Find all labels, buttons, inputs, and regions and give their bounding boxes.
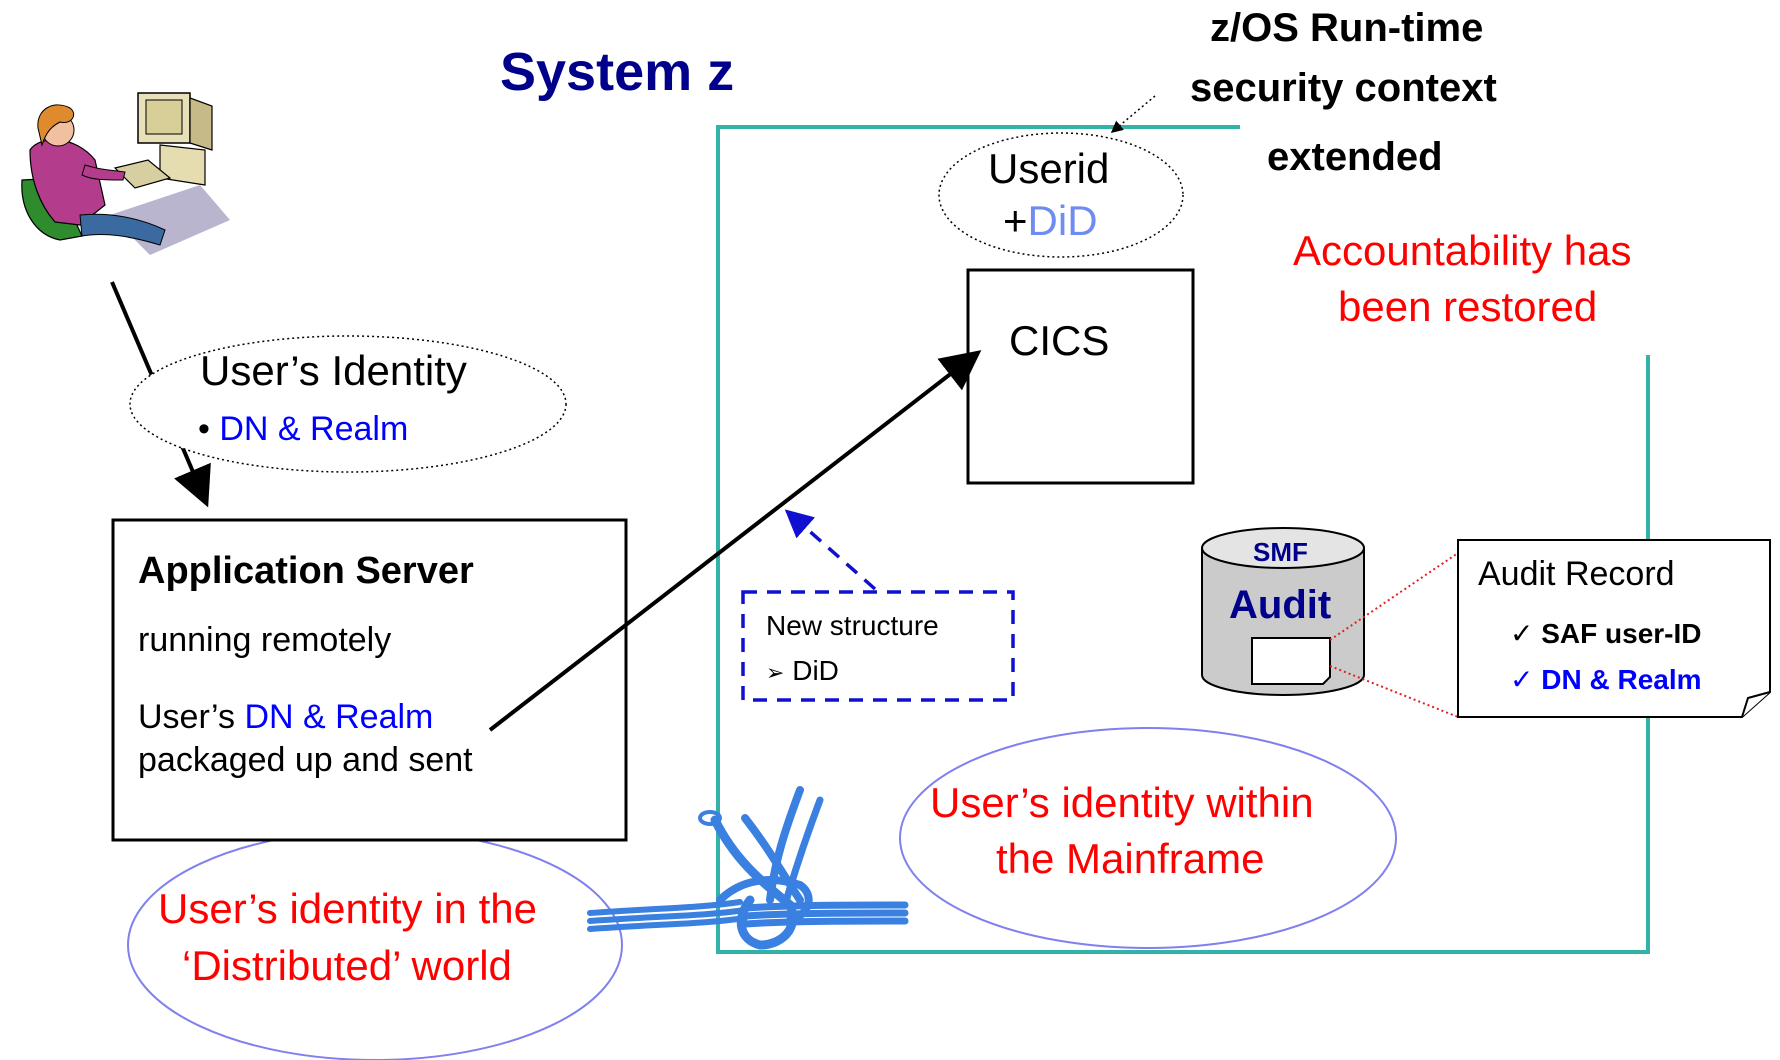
- dn-realm-record-text: DN & Realm: [1541, 664, 1702, 695]
- distributed-oval-line1: User’s identity in the: [158, 885, 537, 932]
- arrow-bullet-icon: ➢: [766, 660, 785, 685]
- new-structure-item: ➢ DiD: [766, 657, 839, 685]
- did-label: +DiD: [1003, 200, 1098, 242]
- audit-connector-bottom: [1329, 665, 1459, 718]
- accountability-line2: been restored: [1338, 283, 1598, 330]
- mainframe-identity-oval: [899, 727, 1397, 949]
- user-at-computer-icon: [21, 92, 230, 255]
- new-structure-did: DiD: [792, 655, 839, 686]
- rope-knot-icon: [587, 786, 909, 950]
- mainframe-oval-line2: the Mainframe: [996, 835, 1265, 882]
- app-server-subtitle: running remotely: [138, 621, 392, 659]
- accountability-line1: Accountability has: [1293, 227, 1632, 274]
- app-server-title: Application Server: [138, 550, 474, 592]
- check-icon: ✓: [1510, 664, 1534, 695]
- document-icon: [1251, 637, 1331, 685]
- new-structure-title: New structure: [766, 610, 939, 641]
- smf-label: SMF: [1253, 537, 1308, 567]
- app-server-line1: User’s DN & Realm: [138, 700, 433, 734]
- userid-label: Userid: [988, 145, 1110, 192]
- dn-realm-text: DN & Realm: [219, 410, 409, 448]
- did-prefix: +: [1003, 197, 1028, 244]
- page-title: System z: [500, 42, 735, 102]
- cics-label: CICS: [1009, 317, 1110, 364]
- application-server-box: [111, 518, 628, 842]
- user-identity-title: User’s Identity: [200, 347, 467, 394]
- audit-record-title: Audit Record: [1478, 555, 1675, 593]
- audit-db-label: Audit: [1229, 583, 1332, 627]
- check-icon: ✓: [1510, 618, 1534, 649]
- app-server-dn-realm: DN & Realm: [244, 698, 434, 736]
- user-identity-bubble: [129, 335, 567, 473]
- saf-userid-text: SAF user-ID: [1541, 618, 1702, 649]
- server-to-cics-arrow: [488, 350, 982, 732]
- userid-did-bubble: [938, 132, 1184, 258]
- user-identity-item: • DN & Realm: [198, 412, 408, 446]
- new-structure-box: [741, 590, 1015, 702]
- cics-box: [966, 268, 1195, 485]
- zos-context-label-line1: z/OS Run-time: [1210, 6, 1484, 50]
- audit-record-item1: ✓ SAF user-ID: [1510, 620, 1702, 648]
- mainframe-oval-line1: User’s identity within: [930, 779, 1314, 826]
- zos-context-label-line2: security context: [1190, 66, 1497, 110]
- zos-context-label-line3: extended: [1267, 135, 1443, 179]
- new-structure-arrow: [784, 509, 877, 591]
- did-value: DiD: [1027, 197, 1098, 244]
- audit-record-item2: ✓ DN & Realm: [1510, 666, 1702, 694]
- audit-connector-top: [1329, 552, 1459, 641]
- bullet-marker: •: [198, 410, 210, 448]
- context-pointer: [1110, 95, 1156, 133]
- app-server-line2: packaged up and sent: [138, 741, 473, 779]
- distributed-oval-line2: ‘Distributed’ world: [182, 942, 512, 989]
- app-server-line1-prefix: User’s: [138, 698, 245, 736]
